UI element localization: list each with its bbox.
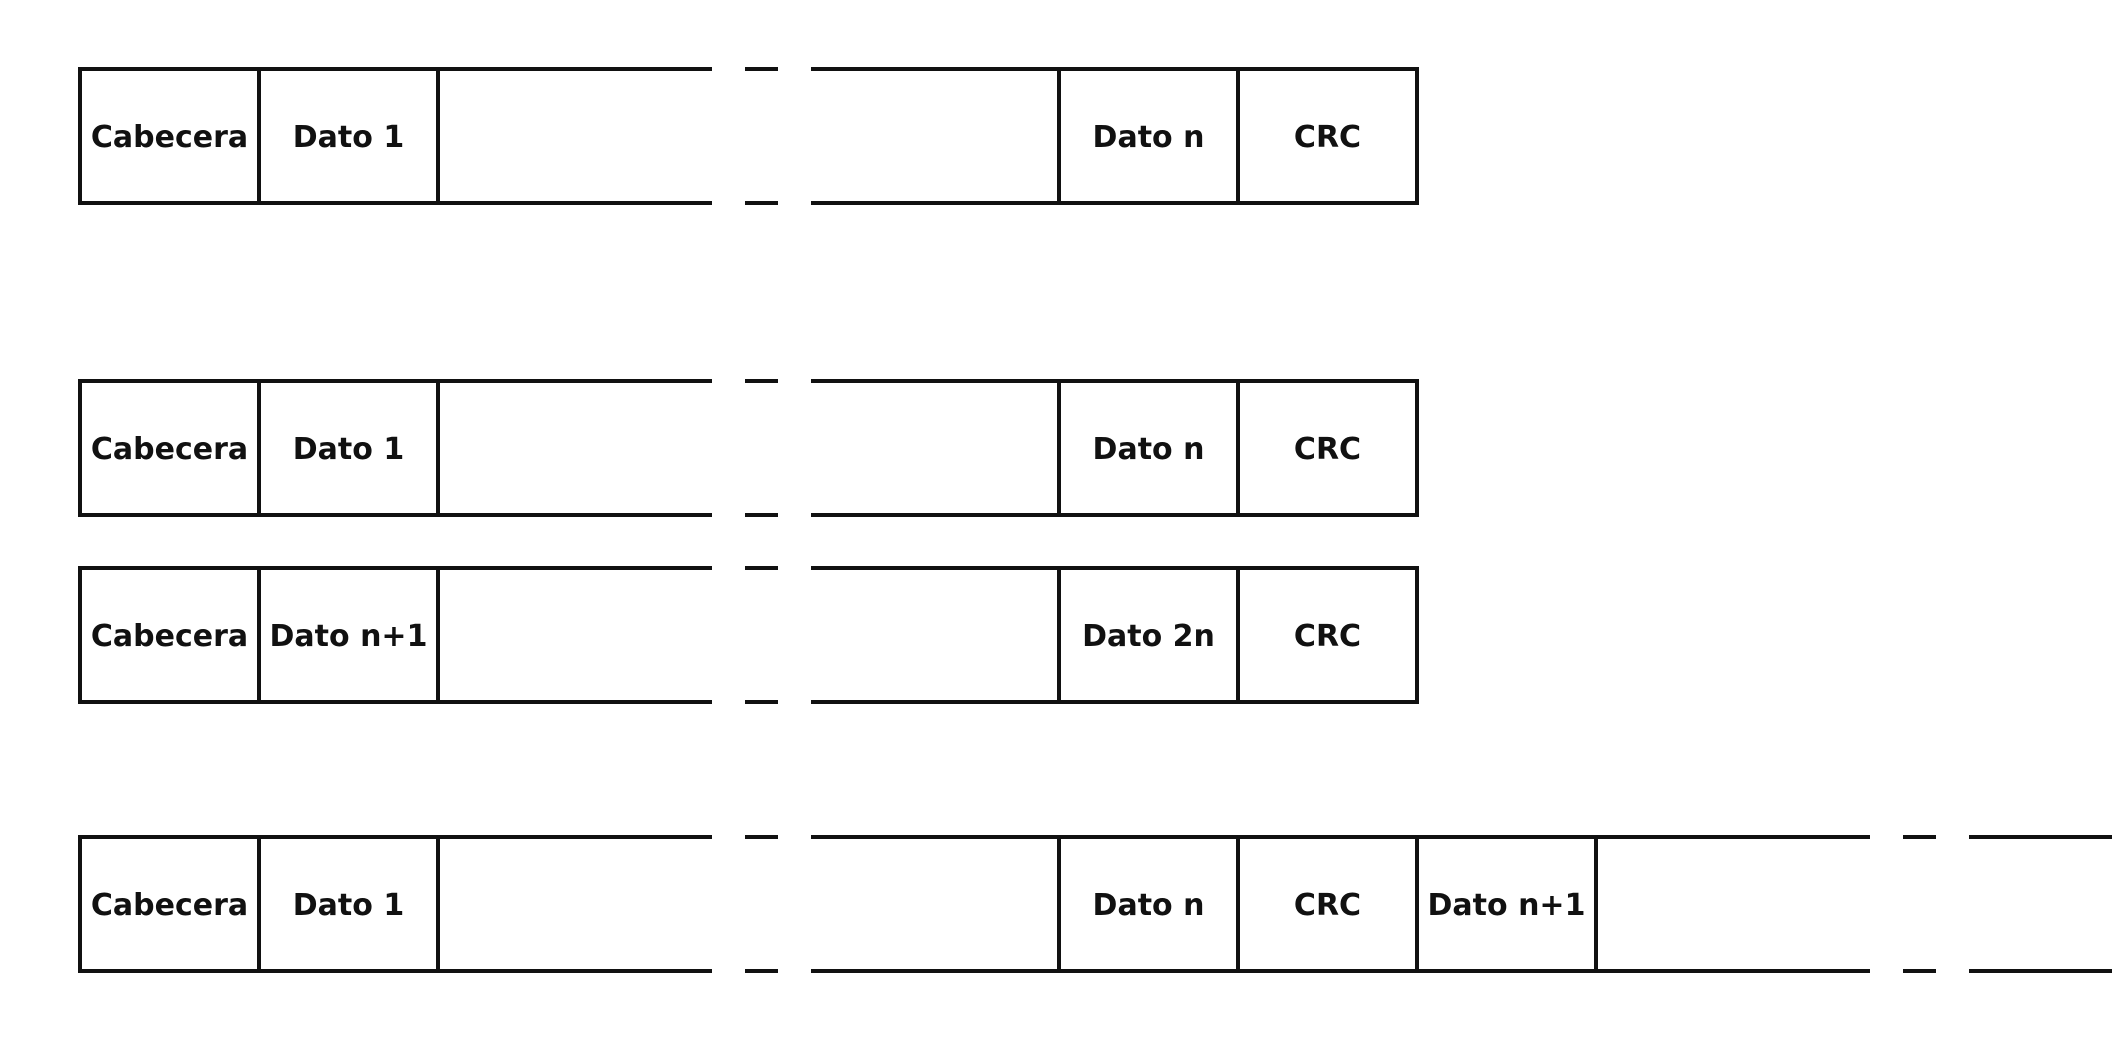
cell-label: Dato n+1 bbox=[1428, 888, 1586, 923]
cell-label: Cabecera bbox=[91, 619, 248, 654]
cell-label: Dato 1 bbox=[293, 120, 404, 155]
cell-label: Dato 1 bbox=[293, 888, 404, 923]
cell-label: Cabecera bbox=[91, 888, 248, 923]
cell-label: Dato n bbox=[1093, 432, 1205, 467]
cell-label: Dato n+1 bbox=[270, 619, 428, 654]
cell-label: CRC bbox=[1294, 888, 1361, 923]
cell-label: CRC bbox=[1294, 432, 1361, 467]
cell-label: Dato 2n bbox=[1082, 619, 1215, 654]
cell-label: Cabecera bbox=[91, 432, 248, 467]
cell-label: CRC bbox=[1294, 120, 1361, 155]
cell-label: Dato 1 bbox=[293, 432, 404, 467]
cell-label: Cabecera bbox=[91, 120, 248, 155]
cell-label: CRC bbox=[1294, 619, 1361, 654]
cell-label: Dato n bbox=[1093, 120, 1205, 155]
cell-label: Dato n bbox=[1093, 888, 1205, 923]
